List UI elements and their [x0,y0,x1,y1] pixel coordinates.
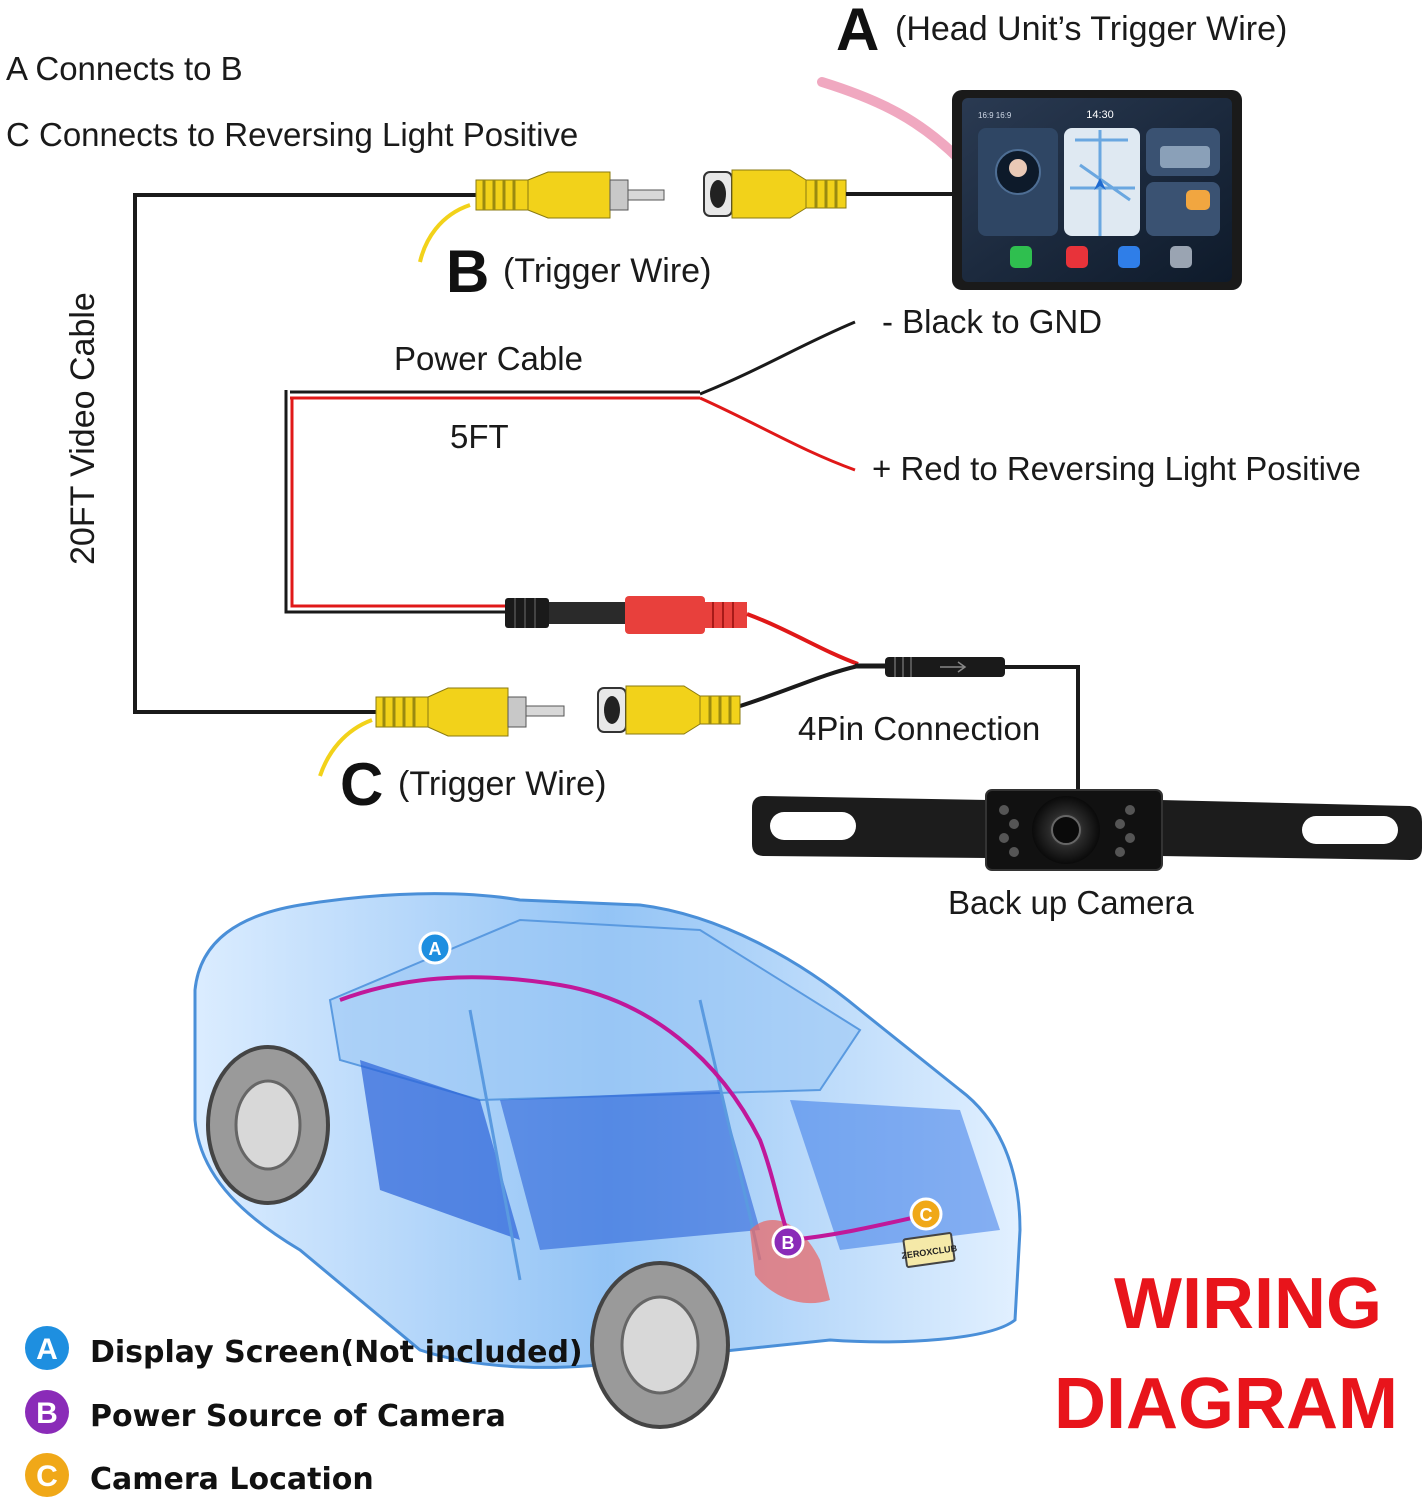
red-positive-lead [699,396,856,472]
four-pin-connector [885,657,1005,677]
power-cable-down-red [290,398,505,608]
car-marker-a: A [418,931,452,965]
label-c-letter: C [340,751,383,818]
black-gnd-label: - Black to GND [882,303,1102,340]
note-a-connects-b: A Connects to B [6,50,243,87]
title-wiring: WIRING [1114,1264,1382,1344]
note-c-connects-reversing: C Connects to Reversing Light Positive [6,116,578,153]
head-unit-trigger-wire [817,77,965,165]
rca-male-bottom [375,687,565,737]
legend-badge-a [25,1326,69,1370]
legend-text-c: Camera Location [90,1462,374,1497]
car-marker-c: C [909,1197,943,1231]
legend-text-a: Display Screen(Not included) [90,1335,583,1370]
legend-item-a: A Display Screen(Not included) [25,1326,583,1370]
legend-badge-c [25,1453,69,1497]
title-diagram: DIAGRAM [1054,1364,1398,1444]
legend-badge-b [25,1390,69,1434]
rca-male-top [475,171,665,219]
head-unit-display: 14:30 16:9 16:9 [952,90,1242,290]
dc-power-connector [505,596,747,634]
backup-camera [752,789,1422,871]
power-cable-label: Power Cable [394,340,583,377]
head-unit-status: 16:9 16:9 [978,111,1012,120]
black-gnd-lead [699,320,856,396]
label-a-letter: A [836,0,879,63]
head-unit-time: 14:30 [1086,109,1114,121]
label-a-text: (Head Unit’s Trigger Wire) [895,10,1287,48]
power-length-label: 5FT [450,418,509,455]
svg-text:C: C [36,1460,58,1493]
power-cable-down-black [284,390,505,614]
svg-text:B: B [36,1397,58,1430]
svg-text:C: C [920,1205,933,1225]
car-marker-b: B [771,1225,805,1259]
legend-item-b: B Power Source of Camera [25,1390,506,1434]
label-c-text: (Trigger Wire) [398,765,606,803]
video-cable [133,193,478,714]
svg-text:A: A [429,939,442,959]
rca-female-top [703,169,847,219]
camera-label: Back up Camera [948,884,1194,921]
trigger-wire-b [418,203,471,263]
video-cable-label: 20FT Video Cable [64,292,102,565]
wiring-route [339,975,926,1243]
label-b-text: (Trigger Wire) [503,252,711,290]
legend-text-b: Power Source of Camera [90,1399,506,1434]
camera-cable [1005,665,1080,795]
svg-text:B: B [782,1233,795,1253]
car-illustration: ZEROXCLUB [193,892,1022,1429]
label-b-letter: B [446,238,489,305]
camera-video-lead [739,664,859,708]
legend-item-c: C Camera Location [25,1453,374,1497]
four-pin-label: 4Pin Connection [798,710,1040,747]
trigger-wire-c [318,718,373,777]
rca-female-bottom [597,685,741,735]
red-positive-label: + Red to Reversing Light Positive [872,450,1361,487]
svg-text:A: A [36,1333,58,1366]
camera-power-lead [746,612,859,666]
